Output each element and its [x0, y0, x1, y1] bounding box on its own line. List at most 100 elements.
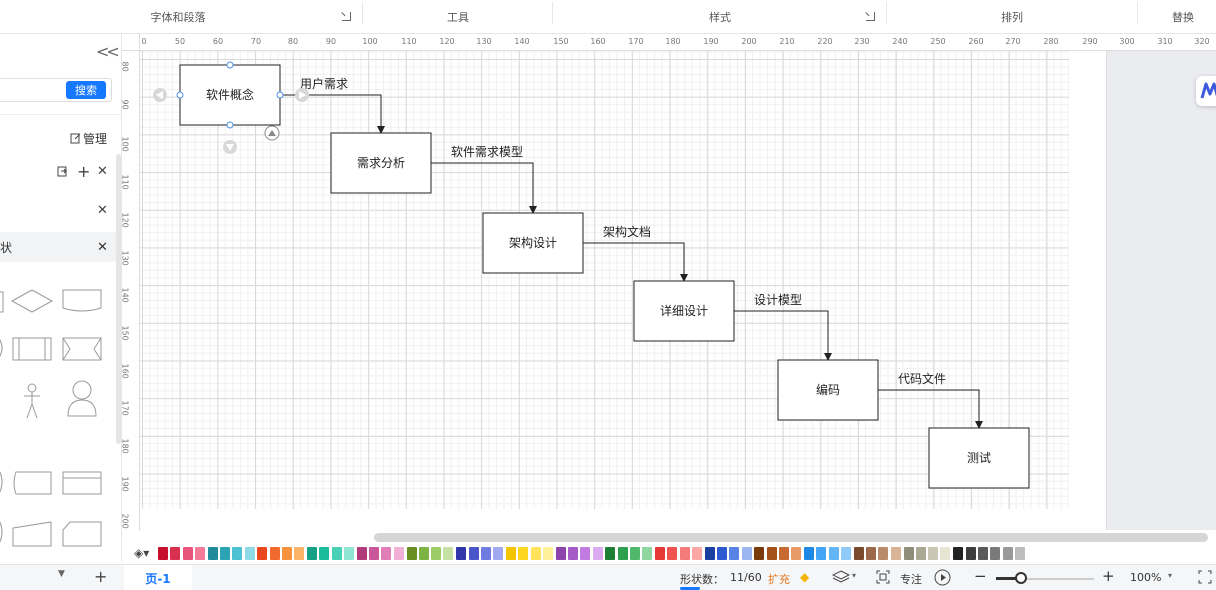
group-style[interactable]: 样式 — [709, 11, 731, 24]
process-node[interactable] — [928, 427, 1030, 489]
color-swatch[interactable] — [642, 547, 653, 560]
color-swatch[interactable] — [717, 547, 727, 560]
color-swatch[interactable] — [468, 547, 479, 560]
add-page-icon[interactable]: + — [94, 567, 108, 586]
color-swatch[interactable] — [244, 547, 255, 560]
zoom-slider-handle[interactable] — [1015, 572, 1027, 584]
add-icon[interactable]: + — [77, 162, 91, 181]
color-swatch[interactable] — [667, 547, 678, 560]
color-swatch[interactable] — [456, 547, 467, 560]
node-label[interactable]: 架构设计 — [509, 235, 557, 250]
color-swatch[interactable] — [1002, 547, 1013, 560]
color-swatch[interactable] — [232, 547, 243, 560]
process-node[interactable] — [330, 132, 432, 194]
color-swatch[interactable] — [866, 547, 877, 560]
connector-arrow[interactable] — [583, 242, 688, 282]
node-label[interactable]: 编码 — [816, 382, 840, 397]
color-swatch[interactable] — [294, 547, 305, 560]
fullscreen-icon[interactable] — [1198, 570, 1212, 584]
color-swatch[interactable] — [729, 547, 740, 560]
group-arrange[interactable]: 排列 — [1001, 11, 1023, 24]
fill-bucket-icon[interactable]: ◈▾ — [134, 546, 150, 560]
shape-library-grid[interactable] — [0, 284, 110, 562]
color-swatch[interactable] — [704, 547, 715, 560]
color-swatch[interactable] — [220, 547, 230, 560]
expand-font-icon[interactable] — [342, 12, 351, 21]
color-swatch[interactable] — [443, 547, 454, 560]
color-swatch[interactable] — [915, 547, 926, 560]
color-swatch[interactable] — [170, 547, 181, 560]
close-icon[interactable]: ✕ — [97, 240, 108, 255]
color-swatch[interactable] — [928, 547, 939, 560]
color-swatch[interactable] — [828, 547, 839, 560]
tab-page-1[interactable]: 页-1 — [124, 565, 192, 590]
zoom-out-icon[interactable]: − — [974, 567, 987, 585]
node-label[interactable]: 需求分析 — [357, 156, 405, 170]
export-icon[interactable] — [57, 166, 68, 177]
color-swatch[interactable] — [567, 547, 578, 560]
process-node[interactable] — [633, 280, 735, 342]
search-button[interactable]: 搜索 — [66, 81, 106, 99]
quick-add-down-icon[interactable] — [223, 140, 237, 154]
color-swatch[interactable] — [754, 547, 765, 560]
zoom-chevron-down-icon[interactable]: ▾ — [1168, 571, 1173, 580]
drawing-canvas[interactable] — [140, 51, 1069, 509]
color-swatch[interactable] — [542, 547, 553, 560]
color-swatch[interactable] — [816, 547, 827, 560]
color-swatch[interactable] — [393, 547, 404, 560]
color-swatch[interactable] — [207, 547, 218, 560]
ai-assistant-logo[interactable] — [1196, 76, 1216, 106]
quick-add-right-icon[interactable] — [295, 88, 309, 102]
color-swatch[interactable] — [679, 547, 690, 560]
color-swatch[interactable] — [493, 547, 504, 560]
color-swatch[interactable] — [878, 547, 889, 560]
color-swatch[interactable] — [890, 547, 901, 560]
color-swatch[interactable] — [1015, 547, 1026, 560]
shape-category-tab[interactable]: 状 ✕ — [0, 232, 116, 262]
color-swatch[interactable] — [369, 547, 380, 560]
connector-arrow[interactable] — [734, 310, 832, 361]
color-swatch[interactable] — [555, 547, 566, 560]
color-swatch[interactable] — [194, 547, 205, 560]
color-swatch[interactable] — [766, 547, 777, 560]
color-swatch[interactable] — [853, 547, 864, 560]
color-swatch[interactable] — [940, 547, 951, 560]
color-swatch[interactable] — [804, 547, 815, 560]
color-swatch[interactable] — [965, 547, 976, 560]
color-swatch[interactable] — [592, 547, 603, 560]
color-swatch[interactable] — [158, 547, 168, 560]
group-replace[interactable]: 替换 — [1172, 11, 1194, 24]
color-swatch[interactable] — [356, 547, 367, 560]
manage-button[interactable]: 管理 — [70, 130, 107, 147]
group-tools[interactable]: 工具 — [447, 11, 469, 24]
color-swatch[interactable] — [953, 547, 964, 560]
color-swatch[interactable] — [518, 547, 529, 560]
fit-page-icon[interactable] — [876, 570, 890, 584]
layers-icon[interactable] — [832, 570, 850, 584]
color-swatch[interactable] — [605, 547, 616, 560]
focus-mode-label[interactable]: 专注 — [900, 573, 922, 586]
color-swatch[interactable] — [977, 547, 988, 560]
connector-label[interactable]: 软件需求模型 — [451, 145, 523, 159]
connector-label[interactable]: 代码文件 — [898, 371, 946, 386]
connector-label[interactable]: 用户需求 — [300, 76, 348, 91]
collapse-up-icon[interactable] — [264, 125, 280, 141]
color-swatch[interactable] — [617, 547, 628, 560]
color-swatch[interactable] — [841, 547, 851, 560]
color-swatch[interactable] — [344, 547, 354, 560]
node-label[interactable]: 详细设计 — [660, 303, 708, 318]
color-swatch[interactable] — [257, 547, 268, 560]
connector-label[interactable]: 设计模型 — [754, 293, 802, 307]
color-swatch[interactable] — [903, 547, 914, 560]
color-swatch[interactable] — [741, 547, 752, 560]
close-icon[interactable]: ✕ — [97, 164, 108, 179]
color-swatch[interactable] — [505, 547, 516, 560]
expand-link[interactable]: 扩充 — [768, 573, 790, 586]
color-swatch[interactable] — [418, 547, 429, 560]
search-input[interactable] — [0, 78, 112, 102]
zoom-level[interactable]: 100% — [1130, 571, 1162, 584]
node-label[interactable]: 软件概念 — [206, 87, 254, 102]
color-swatch[interactable] — [319, 547, 330, 560]
connector-arrow[interactable] — [280, 94, 385, 134]
color-swatch[interactable] — [307, 547, 318, 560]
